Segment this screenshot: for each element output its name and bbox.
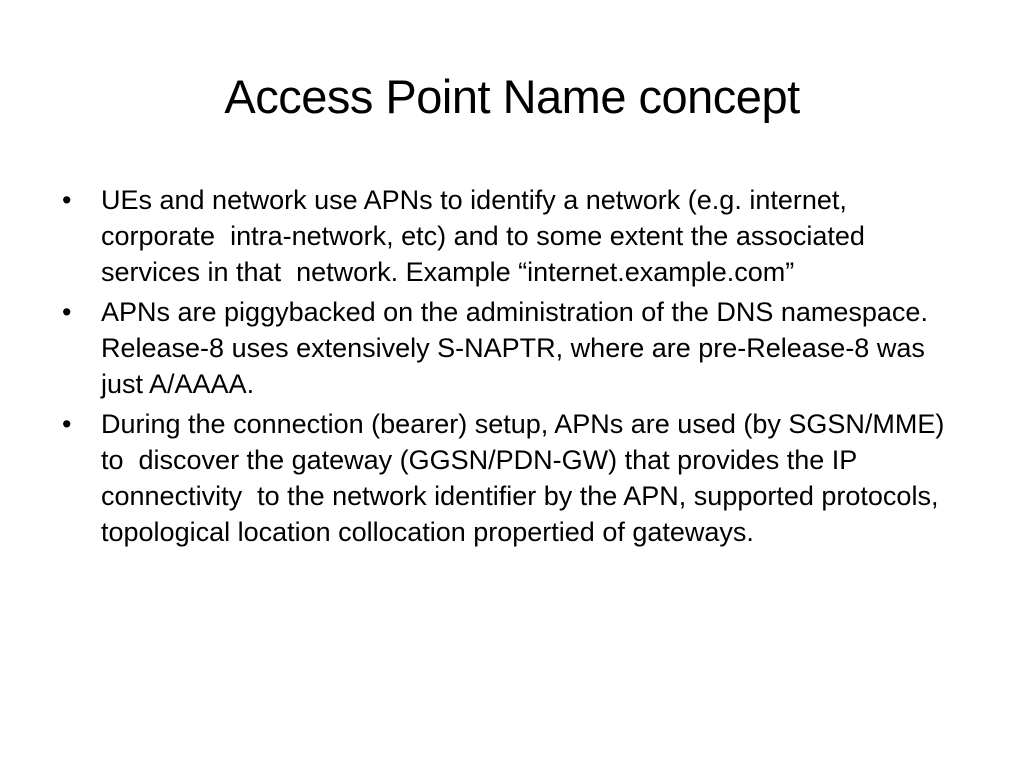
bullet-text: UEs and network use APNs to identify a n… (101, 185, 873, 287)
bullet-dot-icon: • (62, 409, 72, 439)
list-item: • During the connection (bearer) setup, … (62, 406, 962, 550)
list-item: • APNs are piggybacked on the administra… (62, 294, 962, 402)
slide-title: Access Point Name concept (224, 70, 800, 123)
list-item: • UEs and network use APNs to identify a… (62, 182, 962, 290)
bullet-text: During the connection (bearer) setup, AP… (101, 409, 952, 547)
bullet-list: • UEs and network use APNs to identify a… (62, 182, 962, 554)
bullet-text: APNs are piggybacked on the administrati… (101, 297, 936, 399)
bullet-dot-icon: • (62, 297, 72, 327)
bullet-dot-icon: • (62, 185, 72, 215)
